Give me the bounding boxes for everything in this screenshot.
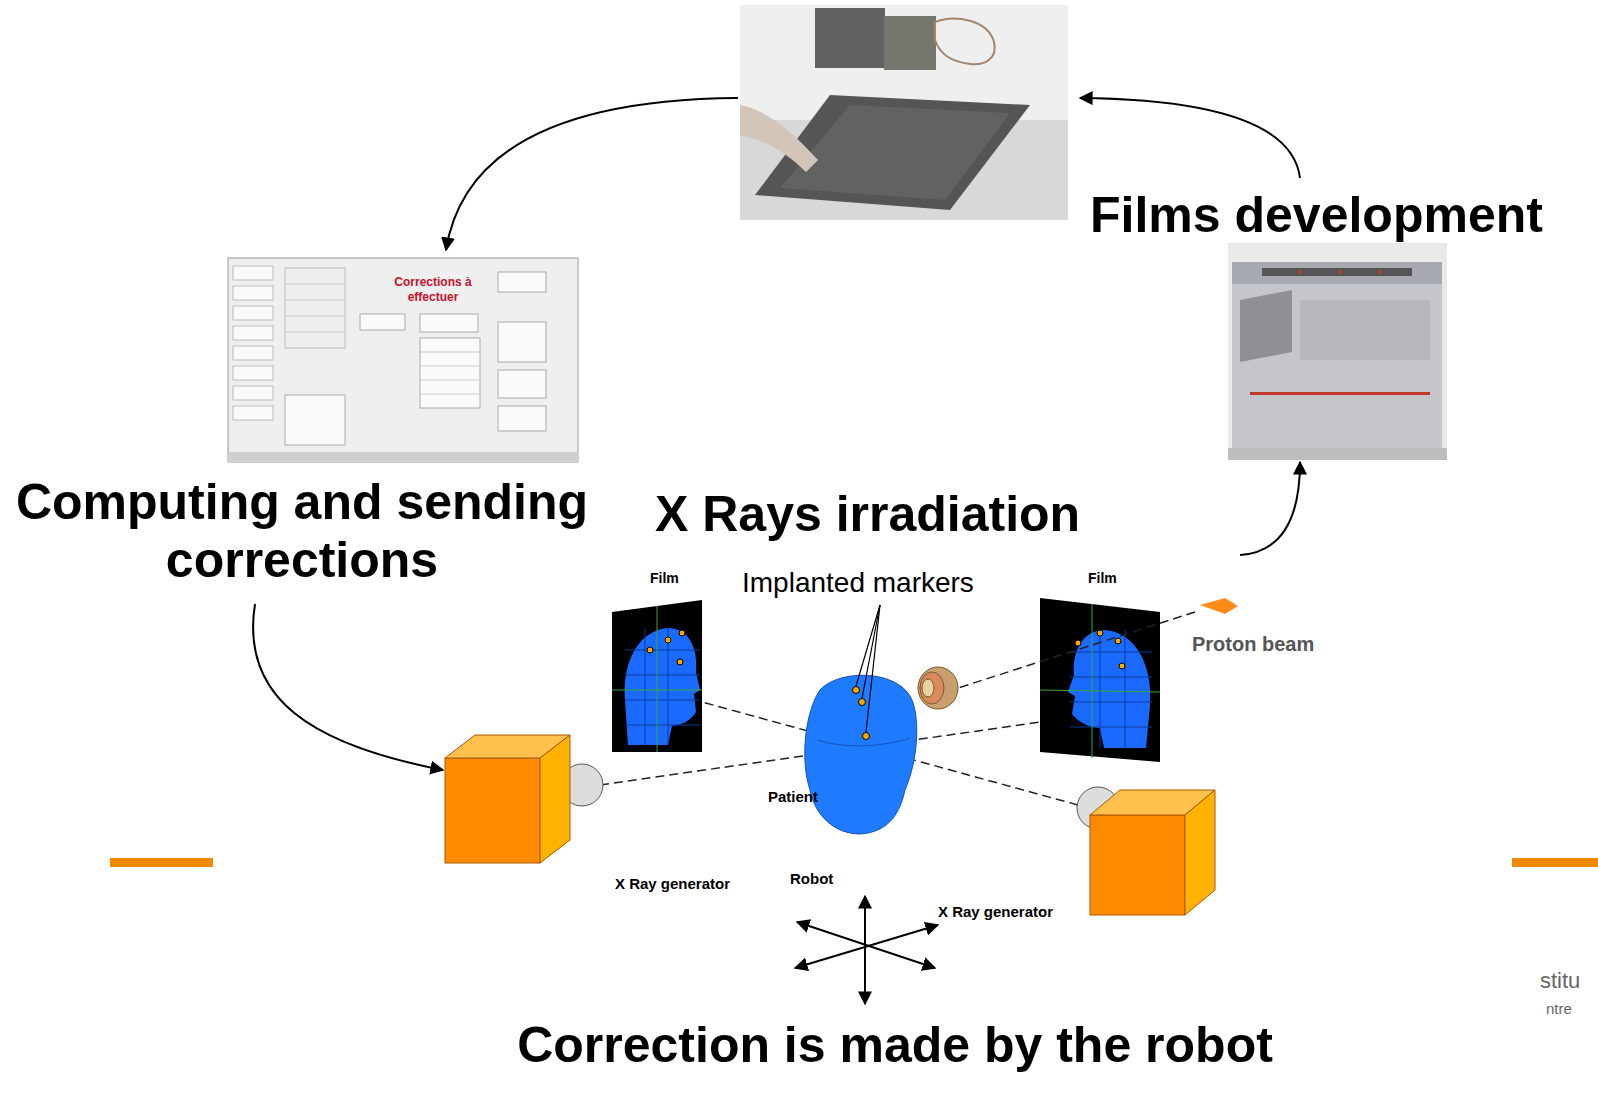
step-box: Films development xyxy=(1088,184,1562,462)
part-label: Film xyxy=(650,570,679,587)
step-title: X Rays irradiation xyxy=(655,485,1080,544)
step-title: Correction is made by the robot xyxy=(395,1016,1395,1075)
collimator xyxy=(918,667,958,709)
step-box: Corrections à effectuerComputing and sen… xyxy=(0,255,604,604)
flow-arrow xyxy=(1240,462,1300,555)
callout-label: Implanted markers xyxy=(742,566,974,599)
cycle-arrow xyxy=(446,98,738,250)
robot-axes xyxy=(795,896,938,1004)
screen-title: Corrections à effectuer xyxy=(383,275,483,305)
schematic-region: X Rays irradiationX Ray generatorX Ray g… xyxy=(430,555,1370,1015)
part-label: Patient xyxy=(768,788,818,806)
step-title: Computing and sending corrections xyxy=(2,473,602,589)
software-screenshot xyxy=(228,258,578,462)
part-label: X Ray generator xyxy=(615,875,730,893)
part-label: Robot xyxy=(790,870,833,888)
part-label: X Ray generator xyxy=(938,903,1053,921)
logo-fragment: stitu xyxy=(1540,968,1580,994)
logo-fragment: ntre xyxy=(1546,1000,1572,1018)
part-label: Film xyxy=(1088,570,1117,587)
film-left xyxy=(612,600,702,752)
proton-projectile xyxy=(1200,598,1238,614)
film-reading-photo xyxy=(740,5,1068,220)
cycle-arrow xyxy=(1080,98,1300,178)
film-processor-photo xyxy=(1228,243,1447,460)
step-title: Films development xyxy=(1090,186,1543,245)
flow-arrow xyxy=(253,604,443,770)
xray-generator-right xyxy=(1077,787,1215,915)
xray-generator: X Ray generator xyxy=(443,733,732,895)
xray-generator-left xyxy=(445,735,603,863)
decor-bar xyxy=(110,858,213,867)
decor-bar xyxy=(1512,858,1598,867)
patient-head xyxy=(805,675,917,834)
part-label: Proton beam xyxy=(1192,632,1314,656)
marker-leader xyxy=(856,605,880,732)
film-right xyxy=(1040,598,1160,762)
xray-generator: X Ray generator xyxy=(1078,783,1220,919)
